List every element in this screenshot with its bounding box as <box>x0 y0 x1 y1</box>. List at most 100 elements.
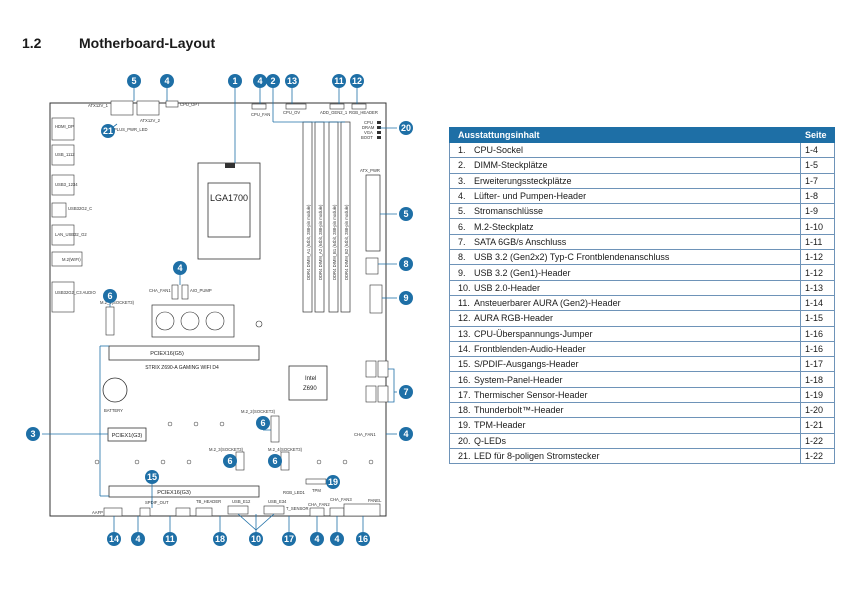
callout-7: 7 <box>399 385 413 399</box>
m2-3-label: M.2_3(SOCKET3) <box>209 447 244 452</box>
page-cell: 1-18 <box>800 371 835 388</box>
svg-text:11: 11 <box>165 534 175 544</box>
io-label: USB32G2_C3 AUDIO <box>55 290 96 295</box>
usb-e12-label: USB_E12 <box>232 499 251 504</box>
svg-text:10: 10 <box>251 534 261 544</box>
io-label: LAN_USB32_G2 <box>55 232 87 237</box>
feature-number: 12. <box>458 313 471 324</box>
callout-4: 4 <box>330 532 344 546</box>
usb32-gen1-header <box>369 284 383 314</box>
m2-4-label: M.2_4(SOCKET3) <box>268 447 303 452</box>
m2-slot-4 <box>280 451 290 471</box>
dimm-slots <box>302 121 351 313</box>
atx12v-2-label: ATX12V_2 <box>140 118 161 123</box>
feature-number: 18. <box>458 405 471 416</box>
svg-text:16: 16 <box>358 534 368 544</box>
tpm-header <box>305 478 327 485</box>
feature-number: 1. <box>458 145 466 156</box>
feature-label: Lüfter- und Pumpen-Header <box>474 191 587 202</box>
atx12v-connectors <box>110 100 179 116</box>
callout-20: 20 <box>399 121 413 135</box>
callout-markers: 5 4 1 4 2 13 11 12 21 20 5 8 9 7 4 3 4 6… <box>26 74 413 546</box>
top-headers <box>251 103 367 110</box>
callout-21: 21 <box>101 124 115 138</box>
dimm-b2-label: DDR4 DIMM_B2 (64bit, 288-pin module) <box>344 204 349 280</box>
cha-fan-label: CHA_FAN1 <box>149 288 171 293</box>
qled-vga: VGA <box>364 130 373 135</box>
feature-cell: 13.CPU-Überspannungs-Jumper <box>449 325 801 342</box>
callout-11: 11 <box>163 532 177 546</box>
svg-text:6: 6 <box>272 456 277 466</box>
section-number: 1.2 <box>22 35 42 51</box>
feature-number: 2. <box>458 160 466 171</box>
m2-1-label: M.2_1(SOCKET3) <box>100 300 135 305</box>
svg-text:4: 4 <box>135 534 140 544</box>
dimm-a1-label: DDR4 DIMM_A1 (64bit, 288-pin module) <box>306 204 311 280</box>
rgb-led-label: RGB_LED1 <box>283 490 306 495</box>
callout-6: 6 <box>268 454 282 468</box>
callout-5: 5 <box>399 207 413 221</box>
feature-number: 7. <box>458 236 466 247</box>
m2-slot-2 <box>270 415 280 443</box>
feature-number: 17. <box>458 389 471 400</box>
feature-cell: 4.Lüfter- und Pumpen-Header <box>449 187 801 205</box>
motherboard-layout-diagram: HDMI_DP USB_1112 USB3_1234 USB32G2_C LAN… <box>26 74 413 546</box>
svg-text:12: 12 <box>352 76 362 86</box>
svg-text:4: 4 <box>257 76 262 86</box>
svg-text:6: 6 <box>107 291 112 301</box>
atx-power-connector <box>365 174 381 252</box>
feature-number: 9. <box>458 267 466 278</box>
sata-ports <box>365 360 389 403</box>
callout-17: 17 <box>282 532 296 546</box>
feature-cell: 21.LED für 8-poligen Stromstecker <box>449 447 801 465</box>
callout-6: 6 <box>223 454 237 468</box>
feature-label: Q-LEDs <box>474 435 507 446</box>
dimm-a2-label: DDR4 DIMM_A2 (64bit, 288-pin module) <box>318 204 323 280</box>
callout-10: 10 <box>249 532 263 546</box>
page-cell: 1-9 <box>800 203 835 220</box>
callout-14: 14 <box>107 532 121 546</box>
feature-cell: 16.System-Panel-Header <box>449 371 801 388</box>
callout-19: 19 <box>326 475 340 489</box>
panel-label: PANEL <box>368 498 382 503</box>
feature-number: 3. <box>458 175 466 186</box>
svg-text:5: 5 <box>403 209 408 219</box>
feature-label: DIMM-Steckplätze <box>474 160 548 171</box>
rear-io-connectors <box>51 117 83 313</box>
svg-text:8: 8 <box>403 259 408 269</box>
feature-label: USB 3.2 (Gen1)-Header <box>474 267 571 278</box>
m2-2-label: M.2_2(SOCKET3) <box>241 409 276 414</box>
io-label: USB3_1234 <box>55 182 78 187</box>
chipset <box>288 365 328 401</box>
cpu-opt-label: CPU_OPT <box>180 102 200 107</box>
pcie-x16-g3-label: PCIEX16(G3) <box>157 490 191 496</box>
feature-label: USB 2.0-Header <box>474 282 541 293</box>
feature-label: USB 3.2 (Gen2x2) Typ-C Frontblendenansch… <box>474 252 670 263</box>
callout-6: 6 <box>256 416 270 430</box>
callout-9: 9 <box>399 291 413 305</box>
page-cell: 1-7 <box>800 172 835 189</box>
callout-12: 12 <box>350 74 364 88</box>
feature-cell: 19.TPM-Header <box>449 417 801 434</box>
pcie-x16-g3-slot <box>108 485 260 498</box>
callout-15: 15 <box>145 470 159 484</box>
svg-text:21: 21 <box>103 126 113 136</box>
cha-fan-pump-headers <box>171 284 189 300</box>
cpu-socket-label: LGA1700 <box>210 193 248 203</box>
svg-text:4: 4 <box>334 534 339 544</box>
callout-13: 13 <box>285 74 299 88</box>
svg-text:3: 3 <box>30 429 35 439</box>
cmos-battery <box>102 377 128 403</box>
cpu-socket-inner <box>207 182 251 238</box>
pcie-x16-g5-label: PCIEX16(G5) <box>150 351 184 357</box>
